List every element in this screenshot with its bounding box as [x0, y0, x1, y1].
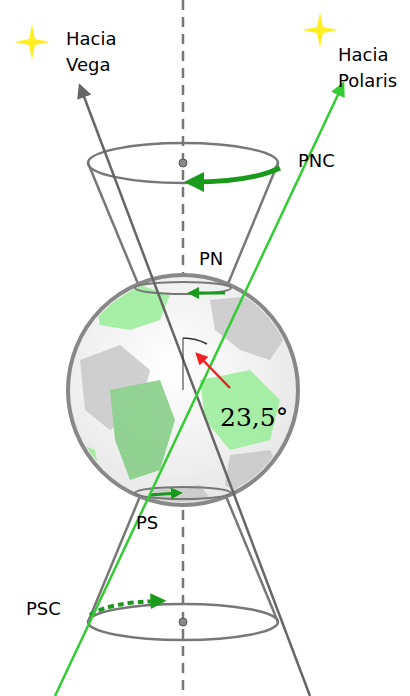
pole-label: PSC — [26, 596, 82, 622]
angle-pointer — [197, 354, 230, 388]
rotation-arrow — [150, 493, 178, 495]
pole-label: PN — [199, 246, 239, 272]
pole-label: PNC — [298, 148, 358, 174]
angle-side — [183, 338, 184, 390]
star — [14, 24, 50, 60]
precession-circle — [88, 604, 278, 640]
pole-dot — [179, 159, 187, 167]
precession-arrow — [90, 601, 160, 615]
direction-label: Hacia Polaris — [338, 42, 406, 94]
axis-to-polaris — [55, 84, 343, 696]
earth — [68, 275, 298, 505]
star — [302, 12, 338, 48]
direction-label: Hacia Vega — [66, 26, 126, 78]
angle-arc — [183, 338, 207, 344]
rotation-arrow — [192, 292, 225, 295]
angle-label: 23,5° — [220, 400, 310, 436]
pole-circle — [135, 282, 231, 294]
axis-to-vega — [80, 86, 310, 696]
pole-dot — [179, 618, 187, 626]
pole-label: PS — [136, 510, 176, 536]
precession-arrow — [192, 168, 280, 182]
continents — [70, 285, 290, 510]
